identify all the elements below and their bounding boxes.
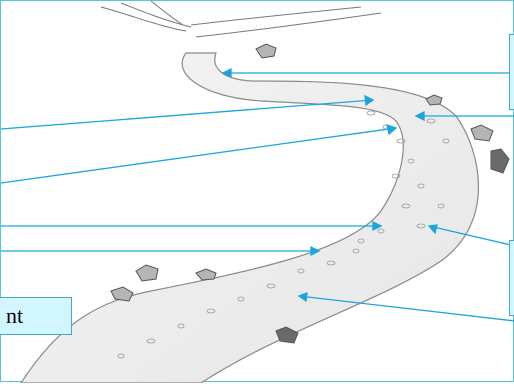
right-label-box-2: [509, 240, 514, 316]
right-label-box-1: [509, 34, 514, 110]
glacier-body: [21, 53, 479, 383]
partial-label-text: nt: [6, 303, 23, 329]
tributary-sketch: [101, 1, 381, 37]
